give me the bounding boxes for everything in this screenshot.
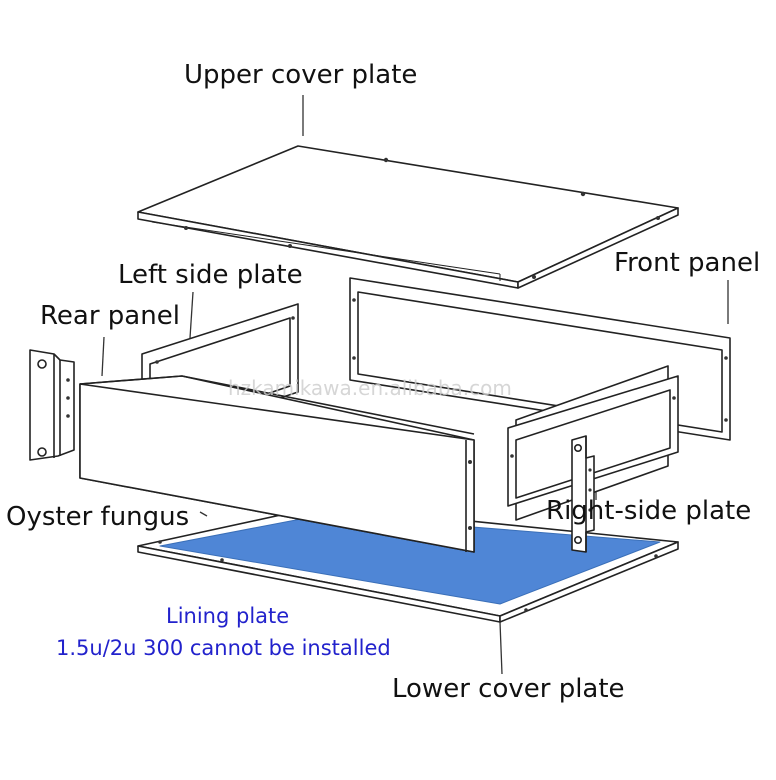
left-side-plate-label: Left side plate — [118, 260, 303, 290]
oyster-fungus-bracket-left — [29, 349, 75, 461]
upper-cover-plate-part — [137, 145, 679, 289]
lower-cover-plate-label: Lower cover plate — [392, 674, 625, 704]
rear-panel-part — [79, 375, 475, 553]
watermark: hzkamikawa.en.alibaba.com — [228, 376, 512, 400]
lining-plate-part — [159, 514, 661, 605]
oyster-fungus-label: Oyster fungus — [6, 502, 190, 532]
oyster-fungus-bracket-right — [571, 435, 595, 553]
right-side-plate-label: Right-side plate — [546, 496, 752, 526]
right-side-plate-part — [507, 365, 679, 521]
lining-plate-note: Lining plate — [166, 604, 290, 628]
install-note: 1.5u/2u 300 cannot be installed — [56, 636, 391, 660]
rear-panel-label: Rear panel — [40, 301, 180, 331]
upper-cover-plate-label: Upper cover plate — [184, 60, 418, 90]
front-panel-label: Front panel — [614, 248, 761, 278]
